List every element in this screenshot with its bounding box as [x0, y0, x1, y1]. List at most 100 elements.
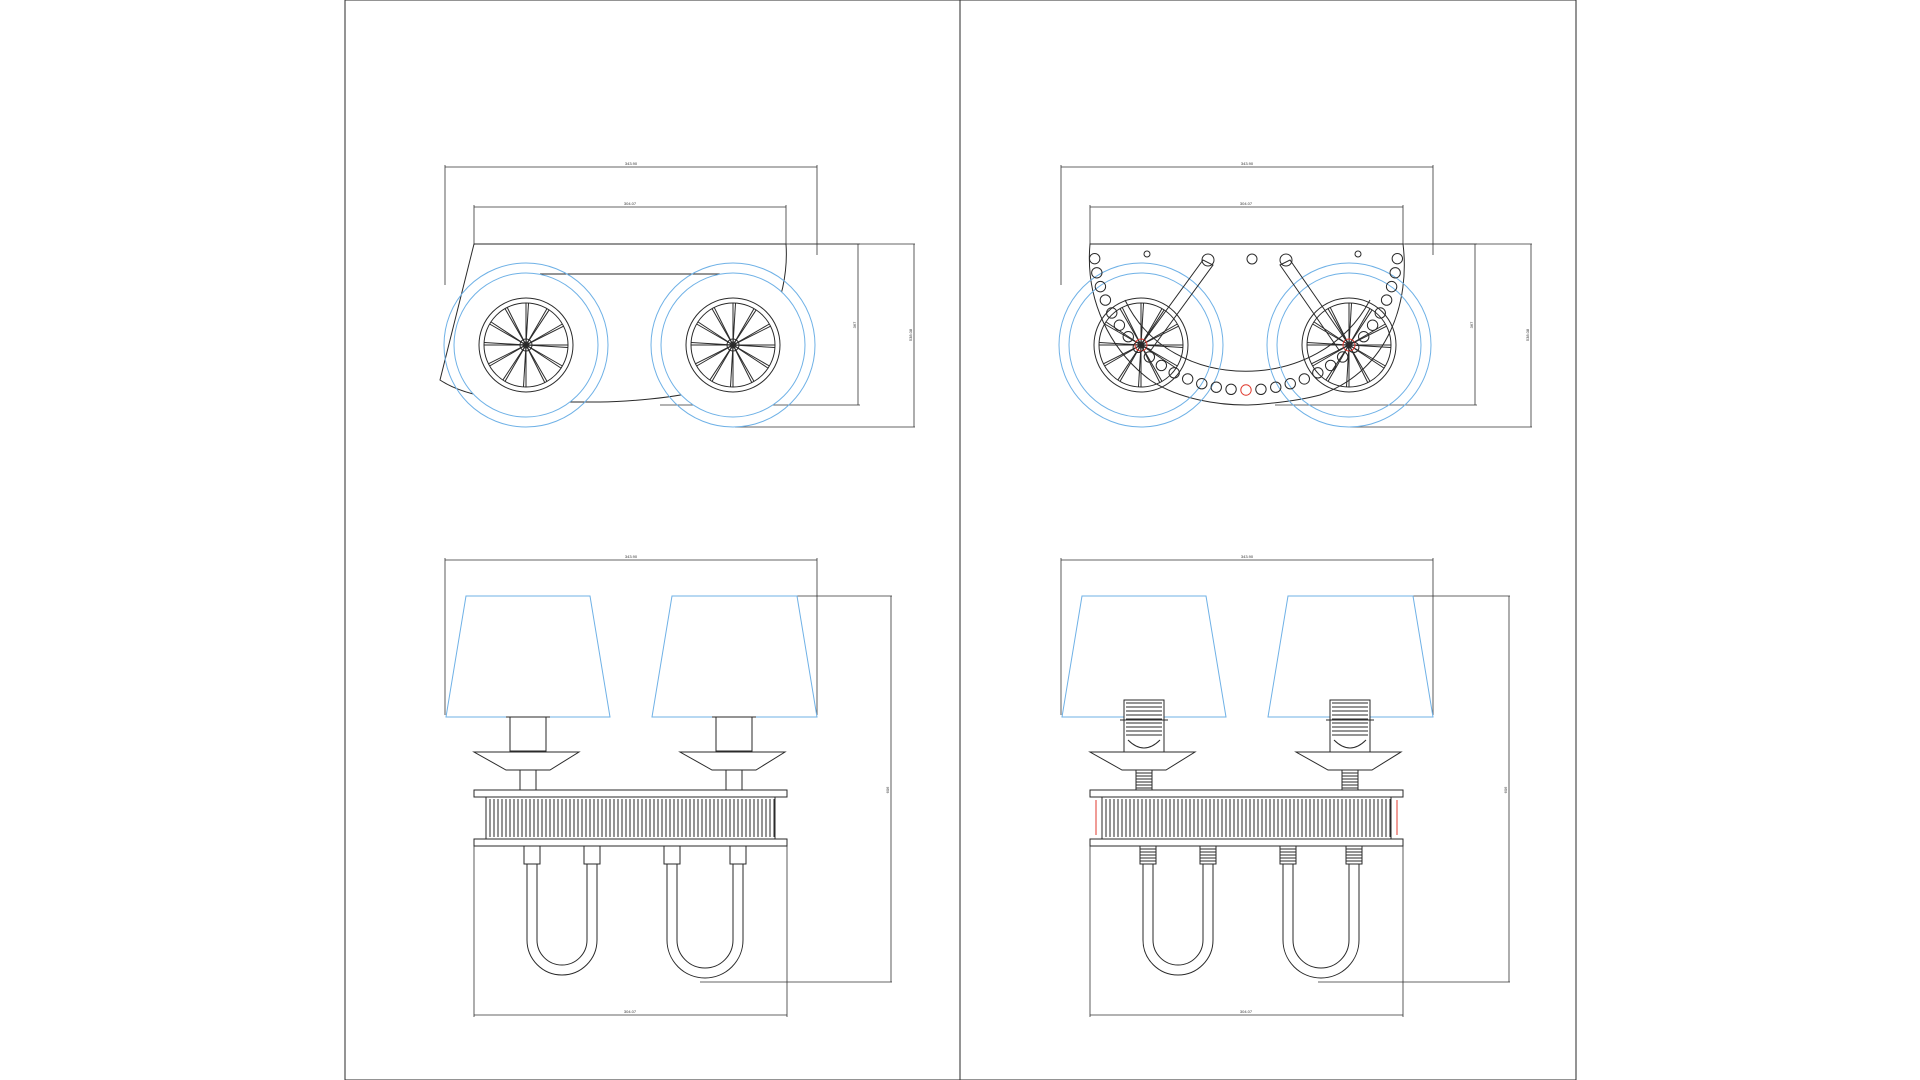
spoke	[525, 309, 550, 346]
bead	[1324, 359, 1337, 372]
threaded-stems	[1135, 769, 1359, 791]
u-arm-inner	[1152, 860, 1204, 966]
dim-overall-width: 343.90	[444, 161, 818, 285]
dim-label: 343.90	[625, 161, 638, 166]
bobeche-right	[678, 751, 787, 771]
dim-overall-width: 343.90	[1060, 161, 1434, 285]
arm-collar	[663, 845, 681, 865]
spoke	[732, 344, 753, 383]
shade-circle-outer-left	[443, 262, 609, 428]
spoke	[1348, 344, 1391, 349]
shade-circle-inner-left	[1068, 272, 1214, 418]
top-band	[473, 789, 788, 798]
bead-chain	[1088, 252, 1404, 396]
bead	[1284, 378, 1296, 390]
spoke	[525, 344, 568, 349]
bead	[1374, 307, 1386, 319]
spoke	[525, 344, 546, 383]
spoke	[1348, 344, 1369, 383]
shade-circle-outer-right	[650, 262, 816, 428]
spoke	[525, 303, 530, 346]
bead	[1270, 381, 1282, 393]
dim-label: 304.07	[624, 201, 637, 206]
wheel-right	[685, 297, 781, 393]
dim-label: 606	[1503, 786, 1508, 793]
dim-label: 538.08	[1525, 328, 1530, 341]
spoke	[732, 325, 771, 346]
spoke	[732, 309, 757, 346]
shade-circle-inner-right	[1276, 272, 1422, 418]
bead	[1240, 384, 1252, 396]
spoke	[490, 321, 527, 346]
spoke	[713, 307, 734, 346]
bead	[1181, 373, 1194, 385]
u-arm-inner	[536, 860, 588, 966]
wheel-rim	[1093, 297, 1189, 393]
dim-label: 304.07	[624, 1009, 637, 1014]
dim-label: 367	[852, 321, 857, 328]
dim-label: 304.07	[1240, 201, 1253, 206]
socket-body	[1329, 699, 1371, 753]
right-front-view: 343.90 606 304.07	[1060, 554, 1510, 1017]
u-arm-inner	[676, 860, 734, 969]
u-arm-outer	[666, 860, 744, 979]
dim-total-depth: 538.08	[735, 243, 915, 428]
bead	[1168, 367, 1180, 379]
bead	[1091, 267, 1103, 279]
dim-label: 606	[885, 786, 890, 793]
dim-label: 343.90	[1241, 161, 1254, 166]
spoke	[1140, 344, 1161, 383]
right-top-view: 343.90 304.07 367 538.08	[1058, 161, 1532, 428]
spoke	[709, 344, 734, 381]
bead	[1094, 280, 1107, 293]
spoke	[1348, 344, 1385, 369]
wheel-left	[1093, 297, 1189, 393]
sheet-border-right	[959, 0, 1577, 1080]
detailed-sockets	[1120, 699, 1374, 753]
u-arm-outer	[526, 860, 598, 976]
bead	[1099, 294, 1112, 306]
hub	[1134, 338, 1148, 352]
hub	[726, 338, 740, 352]
spoke	[502, 344, 527, 381]
spoke	[695, 344, 734, 365]
spoke	[1103, 344, 1142, 365]
bead	[1336, 351, 1349, 363]
sheet-border-left	[344, 0, 961, 1080]
left-front-view: 343.90 606 304.07	[444, 554, 892, 1017]
bead	[1380, 294, 1393, 306]
crystal-prisms	[1105, 799, 1391, 837]
u-arm-outer	[1142, 860, 1214, 976]
lampshade-left	[445, 595, 611, 718]
bobeche-right	[1294, 751, 1403, 771]
bead	[1113, 319, 1126, 331]
arm-collar	[583, 845, 601, 865]
bead	[1155, 359, 1168, 372]
spoke	[732, 344, 769, 369]
spoke	[732, 344, 775, 349]
spoke	[732, 303, 737, 346]
bead	[1312, 367, 1324, 379]
bead	[1255, 383, 1267, 395]
spoke	[691, 341, 734, 346]
spoke	[506, 307, 527, 346]
spoke	[525, 344, 562, 369]
arm-left	[1140, 259, 1214, 351]
spoke	[1140, 344, 1183, 349]
spoke	[1307, 341, 1350, 346]
dim-inner-width: 304.07	[473, 201, 787, 245]
dim-inner-width: 304.07	[1089, 201, 1404, 245]
dim-label: 343.90	[625, 554, 638, 559]
dim-bottom-width: 304.07	[1089, 840, 1404, 1017]
spoke	[1140, 344, 1177, 369]
spoke	[1105, 321, 1142, 346]
hub-center	[729, 341, 737, 349]
arm-collar	[729, 845, 747, 865]
hub-center	[522, 341, 530, 349]
spoke	[1121, 307, 1142, 346]
socket-body	[1123, 699, 1165, 753]
socket-right	[715, 716, 753, 752]
wheel-rim	[478, 297, 574, 393]
lampshade-right	[1267, 595, 1434, 718]
dim-total-depth: 538.08	[1350, 243, 1532, 428]
